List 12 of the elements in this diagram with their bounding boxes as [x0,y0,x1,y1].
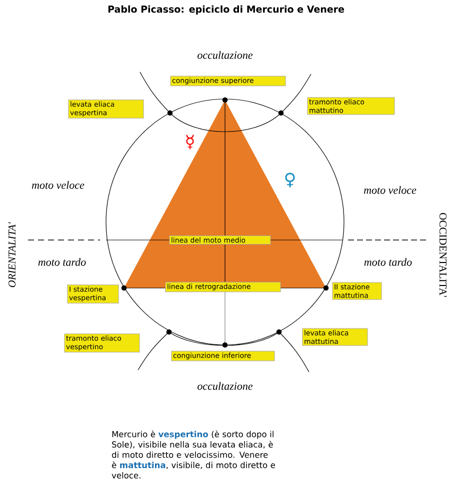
region-label: occultazione [198,51,253,59]
region-label: moto veloce [364,186,416,194]
side-label: ORIENTALITA' [8,222,16,288]
region-label: moto veloce [32,181,84,189]
planet-symbol: ☿ [186,134,194,150]
side-label: OCCIDENTALITA' [439,213,447,297]
region-label: occultazione [198,382,253,390]
caption: Mercurio è vespertino (è sorto dopo il Sole), visibile nella sua levata eliaca, è di moto diretto e velocissimo. Venere è mattutina, visibile, di moto diretto e veloce. [112,430,275,478]
title: Pablo Picasso: epiciclo di Mercurio e Venere [108,5,344,15]
region-label: moto tardo [364,258,412,266]
planet-symbol: ♀ [285,172,295,188]
region-label: moto tardo [38,258,86,266]
